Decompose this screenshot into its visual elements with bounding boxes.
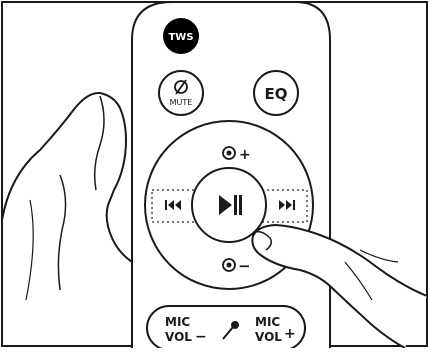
eq-label: EQ	[265, 85, 288, 103]
volume-up-symbol: +	[239, 147, 251, 163]
mic-vol-down-sign: −	[195, 329, 207, 345]
mic-vol-down-line1: MIC	[165, 315, 190, 329]
mic-vol-up-line1: MIC	[255, 315, 280, 329]
eq-button[interactable]: EQ	[254, 71, 298, 115]
tws-label: TWS	[168, 32, 193, 43]
volume-down-symbol: −	[238, 257, 251, 275]
mute-button[interactable]: MUTE	[159, 71, 203, 115]
mic-volume-rocker[interactable]: MIC VOL − MIC VOL +	[147, 306, 305, 348]
mic-vol-up-sign: +	[284, 326, 296, 342]
tws-button[interactable]: TWS	[163, 18, 199, 54]
mic-vol-down-line2: VOL	[165, 330, 192, 344]
mute-label: MUTE	[170, 98, 193, 107]
mic-vol-up-line2: VOL	[255, 330, 282, 344]
play-pause-button[interactable]	[192, 168, 266, 242]
